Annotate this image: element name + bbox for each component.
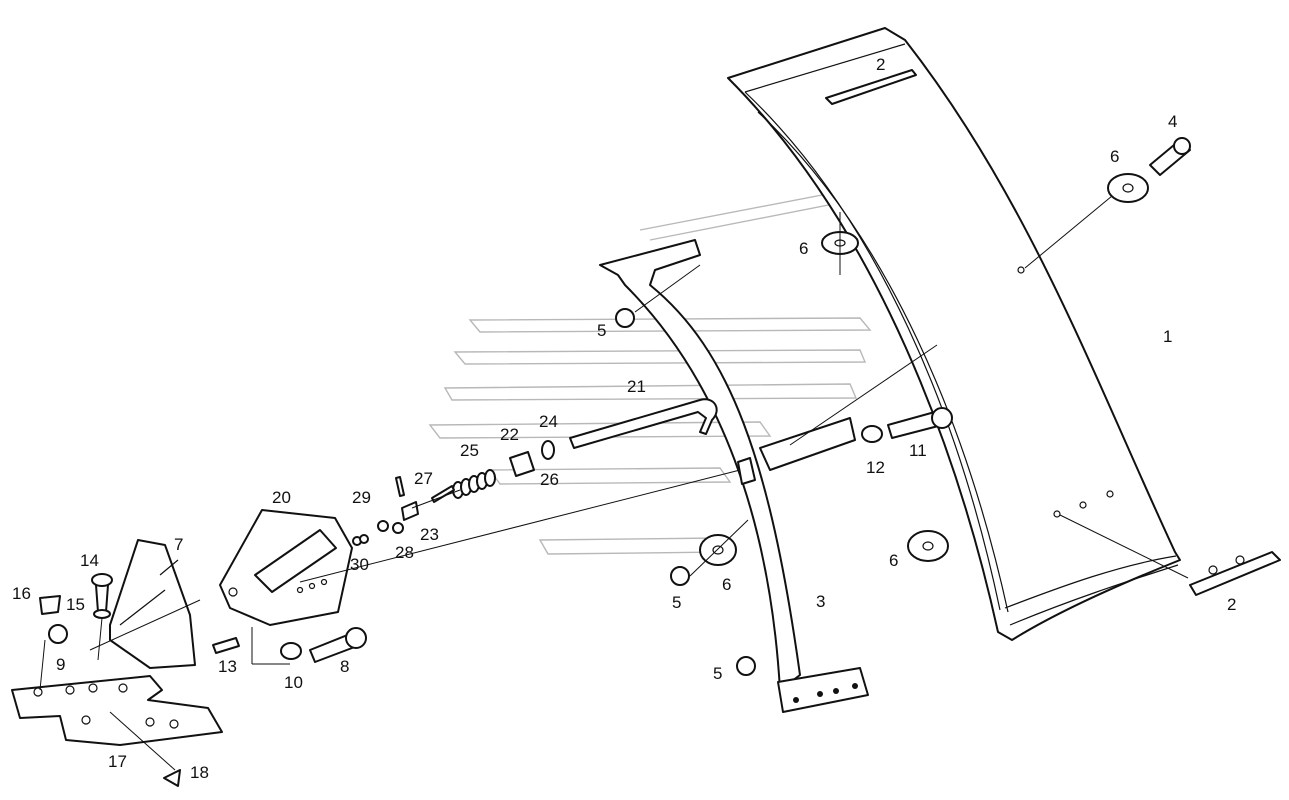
callout-16: 16: [12, 584, 31, 603]
callout-8: 8: [340, 657, 349, 676]
housing-part-20: [219, 509, 353, 626]
callout-12: 12: [866, 458, 885, 477]
pin-part-13: [212, 637, 240, 654]
callout-1: 1: [1163, 327, 1172, 346]
plate-part-17: [11, 675, 223, 746]
callout-2a: 2: [876, 55, 885, 74]
leader-lines: [39, 195, 1189, 771]
callout-10: 10: [284, 673, 303, 692]
callout-5b: 5: [672, 593, 681, 612]
bolt-part-16: [39, 595, 61, 615]
callout-23: 23: [420, 525, 439, 544]
nut-part-5-top: [615, 308, 635, 328]
nut-part-5-bottom: [736, 656, 756, 676]
callout-20: 20: [272, 488, 291, 507]
callout-27: 27: [414, 469, 433, 488]
nut-part-5-middle: [670, 566, 690, 586]
callout-14: 14: [80, 551, 99, 570]
callout-25: 25: [460, 441, 479, 460]
washer-part-29: [377, 520, 389, 532]
spring-part-30: [352, 534, 369, 546]
callout-30: 30: [350, 555, 369, 574]
callout-21: 21: [627, 377, 646, 396]
nut-part-9: [48, 624, 68, 644]
callout-22: 22: [500, 425, 519, 444]
bolt-part-8: [309, 627, 367, 663]
callout-5c: 5: [713, 664, 722, 683]
callout-15: 15: [66, 595, 85, 614]
callout-labels: 1 2 2 3 4 5 5 5 6 6 6 6 7 8 9 10 11 12 1…: [12, 55, 1236, 782]
cap-part-18: [163, 769, 181, 787]
clip-part-23: [401, 501, 419, 521]
callout-2b: 2: [1227, 595, 1236, 614]
callout-11: 11: [909, 441, 927, 460]
callout-6a: 6: [1110, 147, 1119, 166]
strip-part-2-bottom: [1189, 551, 1281, 596]
washer-part-12: [861, 425, 883, 443]
callout-3: 3: [816, 592, 825, 611]
callout-9: 9: [56, 655, 65, 674]
nut-part-28: [392, 522, 404, 534]
callout-17: 17: [108, 752, 127, 771]
callout-13: 13: [218, 657, 237, 676]
rod-part-21: [569, 398, 718, 449]
callout-18: 18: [190, 763, 209, 782]
ring-part-26: [541, 440, 555, 460]
sleeve-part-22: [509, 451, 535, 477]
spring-part-25: [452, 469, 496, 499]
callout-28: 28: [395, 543, 414, 562]
bracket-part-3: [599, 239, 869, 713]
washer-part-6-right: [907, 530, 949, 562]
callout-6d: 6: [722, 575, 731, 594]
callout-7: 7: [174, 535, 183, 554]
callout-5a: 5: [597, 321, 606, 340]
callout-26: 26: [540, 470, 559, 489]
callout-24: 24: [539, 412, 558, 431]
callout-29: 29: [352, 488, 371, 507]
strip-part-2-top: [825, 69, 917, 105]
washer-part-10: [280, 642, 302, 660]
callout-4: 4: [1168, 112, 1177, 131]
fender-part-1: [727, 27, 1181, 641]
bolt-part-14: [91, 573, 113, 613]
washer-part-15: [93, 609, 111, 619]
support-part-7: [109, 539, 196, 669]
bolt-part-11: [887, 407, 953, 439]
callout-6b: 6: [799, 239, 808, 258]
washer-part-6-top: [1107, 173, 1149, 203]
callout-6c: 6: [889, 551, 898, 570]
bolt-part-4: [1149, 137, 1191, 176]
